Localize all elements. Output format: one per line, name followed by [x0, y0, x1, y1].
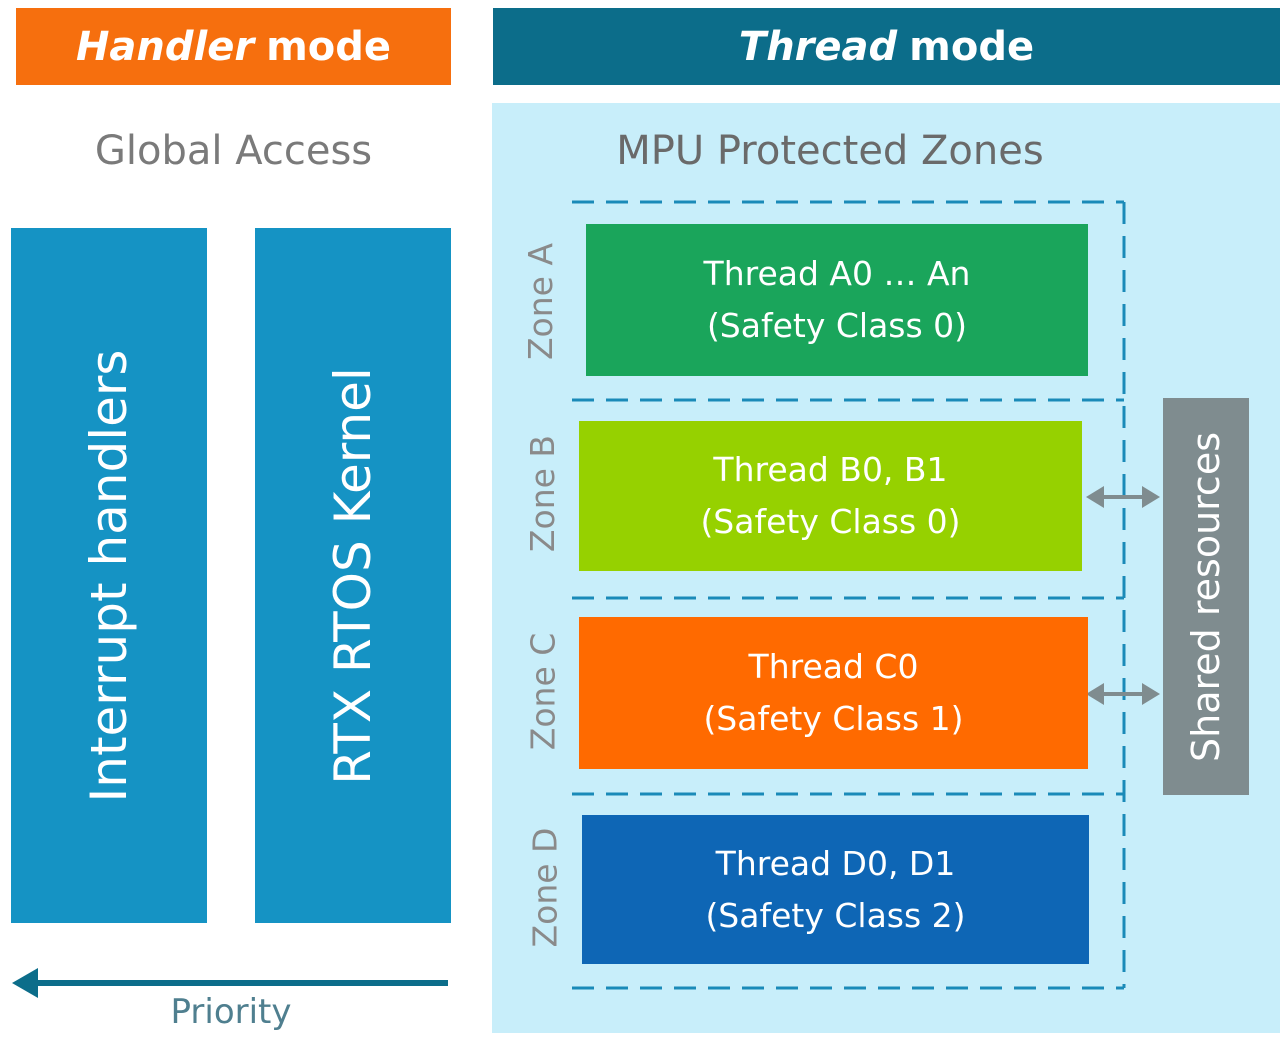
safety-class-label: (Safety Class 2) — [705, 895, 966, 935]
thread-label: Thread B0, B1 — [713, 450, 948, 489]
priority-label: Priority — [170, 992, 292, 1032]
thread-mode-emphasis: Thread — [738, 23, 898, 70]
safety-class-label: (Safety Class 0) — [700, 502, 961, 541]
zone-d-thread-box: Thread D0, D1 (Safety Class 2) — [582, 815, 1089, 964]
thread-label: Thread C0 — [748, 647, 919, 686]
shared-resources-box: Shared resources — [1163, 398, 1249, 795]
zone-boundaries — [572, 200, 1160, 990]
interrupt-handlers-column: Interrupt handlers — [11, 228, 207, 923]
double-arrow-icon — [1086, 683, 1160, 705]
safety-class-label: (Safety Class 1) — [703, 699, 964, 738]
zone-b-label: Zone B — [523, 434, 563, 552]
priority-arrow — [12, 968, 448, 998]
zone-b-thread-box: Thread B0, B1 (Safety Class 0) — [579, 421, 1082, 571]
thread-mode-rest: mode — [909, 23, 1035, 70]
rtos-kernel-column: RTX RTOS Kernel — [255, 228, 451, 923]
zone-d-label: Zone D — [525, 827, 565, 947]
zone-a-label: Zone A — [521, 242, 561, 360]
thread-label: Thread D0, D1 — [715, 843, 956, 883]
thread-label: Thread A0 … An — [703, 254, 971, 293]
zone-a-thread-box: Thread A0 … An (Safety Class 0) — [586, 224, 1088, 376]
zone-c-thread-box: Thread C0 (Safety Class 1) — [579, 617, 1088, 769]
handler-mode-emphasis: Handler — [75, 23, 255, 70]
safety-class-label: (Safety Class 0) — [706, 306, 968, 345]
interrupt-handlers-label: Interrupt handlers — [80, 349, 138, 802]
shared-resources-label: Shared resources — [1184, 431, 1228, 762]
handler-mode-header: Handler mode — [16, 8, 451, 85]
rtos-kernel-label: RTX RTOS Kernel — [324, 366, 382, 785]
thread-mode-header: Thread mode — [493, 8, 1280, 85]
handler-mode-rest: mode — [266, 23, 392, 70]
mpu-protected-zones-title: MPU Protected Zones — [616, 128, 1044, 174]
global-access-title: Global Access — [94, 128, 373, 174]
double-arrow-icon — [1086, 486, 1160, 508]
zone-c-label: Zone C — [523, 632, 563, 750]
